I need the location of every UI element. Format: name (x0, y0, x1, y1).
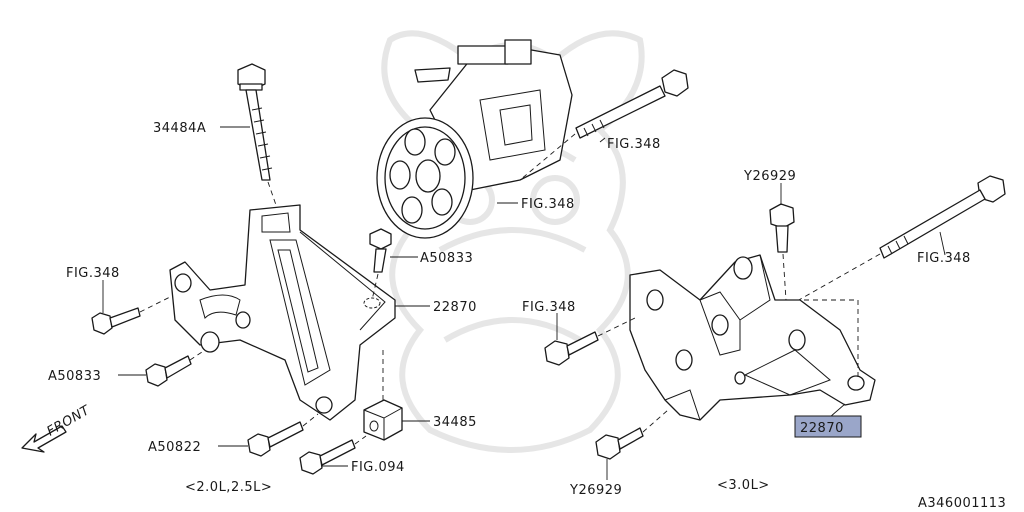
bolt-fig348-right-long[interactable] (879, 175, 1006, 259)
power-steering-pump[interactable] (376, 39, 573, 239)
bolt-fig348-left[interactable] (91, 307, 141, 335)
label-y26929-bottom: Y26929 (569, 483, 622, 498)
caption-left: <2.0L,2.5L> (185, 480, 272, 495)
label-22870-right[interactable]: 22870 (800, 421, 844, 436)
bracket-22870-left[interactable] (169, 204, 396, 421)
label-a50822: A50822 (148, 440, 201, 455)
label-fig348-right-long: FIG.348 (917, 251, 971, 266)
label-a50833-left: A50833 (48, 369, 101, 384)
label-fig348-right: FIG.348 (522, 300, 576, 315)
bracket-22870-right[interactable] (629, 254, 876, 421)
label-y26929-top: Y26929 (743, 169, 796, 184)
caption-right: <3.0L> (717, 478, 770, 493)
label-fig348-pump: FIG.348 (521, 197, 575, 212)
front-arrow-icon (21, 425, 67, 453)
label-34485: 34485 (433, 415, 477, 430)
bolt-fig348-right[interactable] (544, 331, 599, 366)
label-22870-left: 22870 (433, 300, 477, 315)
label-fig348-left: FIG.348 (66, 266, 120, 281)
bolt-a50822[interactable] (247, 421, 304, 457)
label-a50833-upper: A50833 (420, 251, 473, 266)
bolt-fig348-pump[interactable] (575, 69, 689, 139)
label-front: FRONT (45, 403, 94, 440)
label-fig348-pump-bolt: FIG.348 (607, 137, 661, 152)
bolt-fig094[interactable] (299, 439, 356, 475)
bolt-a50833-upper[interactable] (369, 228, 392, 273)
spacer-34485[interactable] (363, 399, 403, 441)
label-34484a: 34484A (153, 121, 206, 136)
bolt-y26929-top[interactable] (769, 203, 795, 253)
bolt-a50833-left[interactable] (145, 355, 192, 387)
highlight-box-22870[interactable] (794, 415, 862, 438)
diagram-id: A346001113 (918, 496, 1006, 511)
bolt-y26929-bottom[interactable] (595, 427, 644, 460)
label-fig094: FIG.094 (351, 460, 405, 475)
bolt-34484a[interactable] (237, 63, 273, 181)
